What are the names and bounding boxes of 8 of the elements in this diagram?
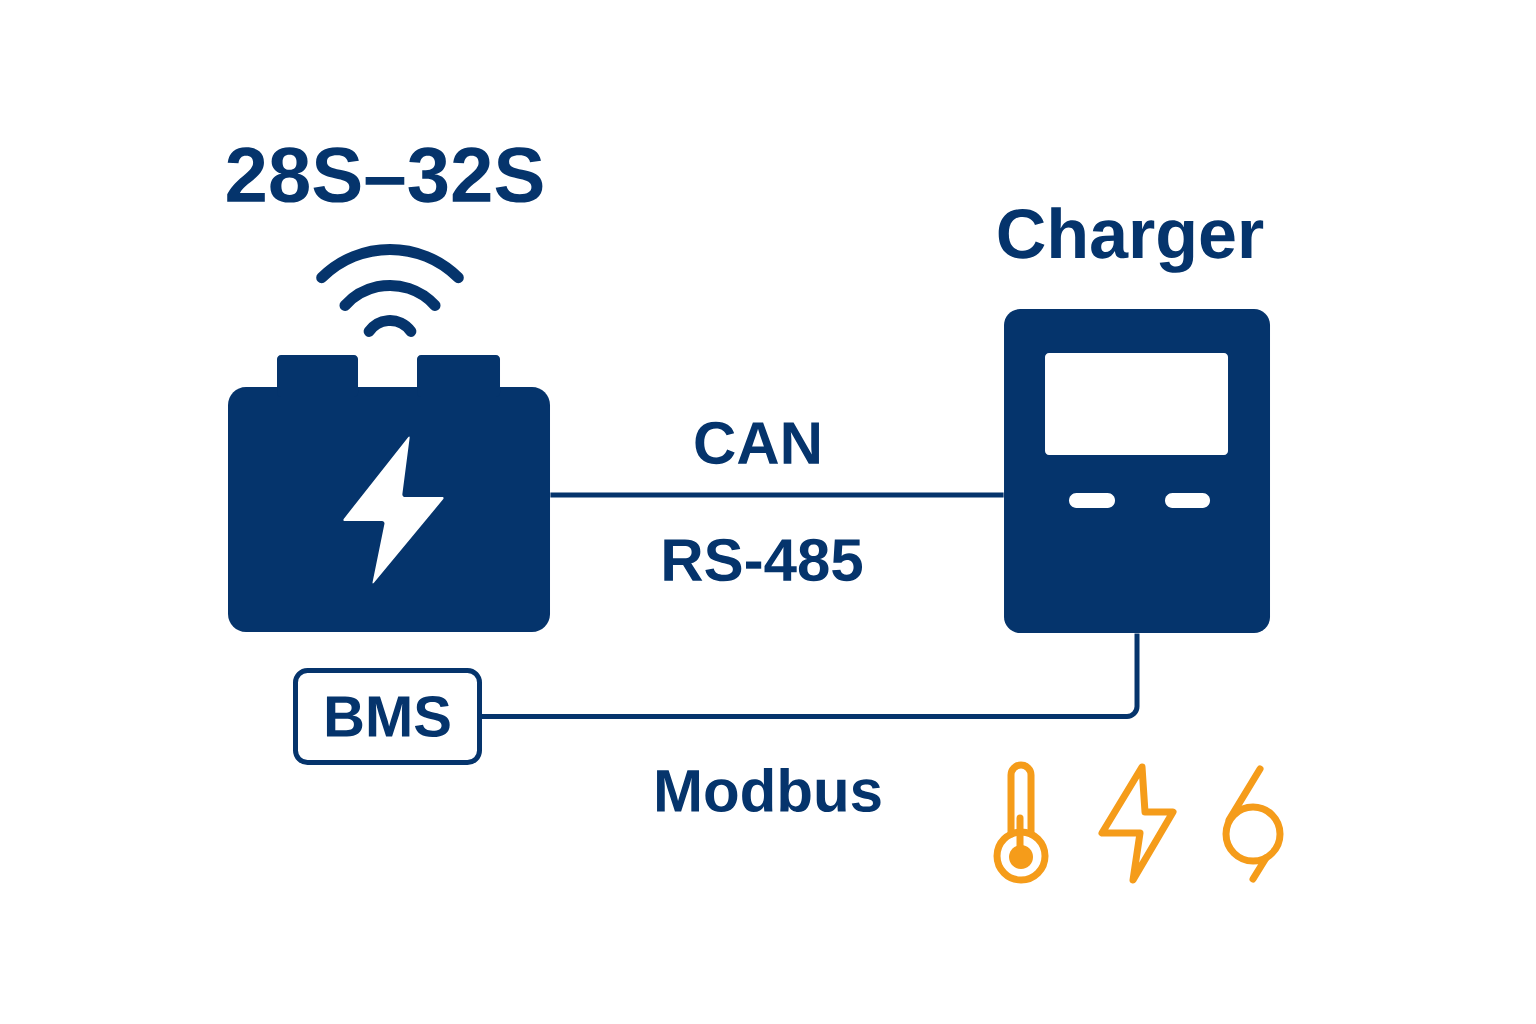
heading: 28S–32S bbox=[227, 147, 543, 203]
label-box: BMS bbox=[293, 668, 482, 765]
heading: Charger bbox=[998, 207, 1264, 273]
edge-label: CAN bbox=[689, 417, 827, 469]
connector-line bbox=[550, 492, 1004, 498]
connector-line bbox=[482, 633, 1140, 719]
edge-label: Modbus bbox=[649, 764, 887, 817]
line-label: RS-485 bbox=[664, 538, 863, 582]
